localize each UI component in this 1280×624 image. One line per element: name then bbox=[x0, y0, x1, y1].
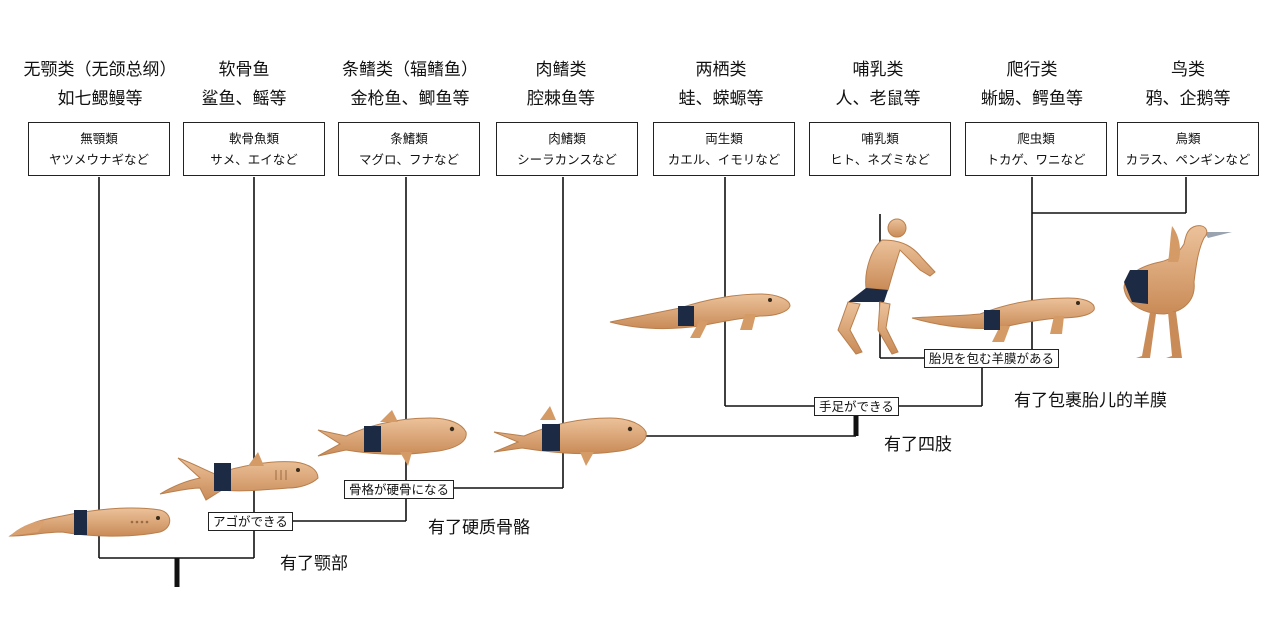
box-examples: カラス、ペンギンなど bbox=[1125, 152, 1251, 167]
box-examples: シーラカンスなど bbox=[517, 152, 617, 167]
group-name: 肉鳍类 bbox=[535, 60, 587, 80]
coelacanth-figure bbox=[493, 406, 647, 466]
box-name: 条鰭類 bbox=[390, 131, 428, 146]
trait-tag-bone: 骨格が硬骨になる bbox=[344, 480, 455, 499]
group-box-chondrichthyes: 軟骨魚類サメ、エイなど bbox=[183, 122, 325, 176]
group-name: 条鳍类（辐鳍鱼） bbox=[342, 60, 478, 80]
group-label-agnatha: 无颚类（无颌总纲） 如七鳃鳗等 bbox=[0, 56, 210, 114]
group-examples: 如七鳃鳗等 bbox=[57, 89, 143, 109]
box-name: 爬虫類 bbox=[1017, 131, 1055, 146]
group-examples: 腔棘鱼等 bbox=[527, 89, 595, 109]
reptile-figure bbox=[911, 297, 1095, 342]
group-label-amphibia: 两栖类蛙、蝾螈等 bbox=[611, 56, 831, 114]
box-name: 無顎類 bbox=[80, 131, 118, 146]
box-name: 肉鰭類 bbox=[548, 131, 586, 146]
box-examples: カエル、イモリなど bbox=[667, 152, 781, 167]
trait-tag-jaw: アゴができる bbox=[208, 512, 293, 531]
box-name: 哺乳類 bbox=[861, 131, 899, 146]
lamprey-figure bbox=[8, 507, 171, 537]
group-name: 鸟类 bbox=[1171, 60, 1205, 80]
box-examples: トカゲ、ワニなど bbox=[986, 152, 1086, 167]
group-box-actinopterygii: 条鰭類マグロ、フナなど bbox=[338, 122, 480, 176]
group-label-aves: 鸟类鸦、企鹅等 bbox=[1078, 56, 1280, 114]
box-examples: マグロ、フナなど bbox=[358, 152, 459, 167]
group-box-reptilia: 爬虫類トカゲ、ワニなど bbox=[965, 122, 1107, 176]
group-examples: 蛙、蝾螈等 bbox=[678, 89, 764, 109]
group-label-mammalia: 哺乳类人、老鼠等 bbox=[768, 56, 988, 114]
group-name: 无颚类（无颌总纲） bbox=[23, 60, 177, 80]
box-examples: ヤツメウナギなど bbox=[48, 152, 149, 167]
group-box-agnatha: 無顎類ヤツメウナギなど bbox=[28, 122, 170, 176]
group-name: 两栖类 bbox=[695, 60, 747, 80]
trait-note-amnion: 有了包裹胎儿的羊膜 bbox=[1014, 391, 1167, 411]
group-label-chondrichthyes: 软骨鱼鲨鱼、鳐等 bbox=[134, 56, 354, 114]
trait-note-limbs: 有了四肢 bbox=[884, 435, 952, 455]
group-box-aves: 鳥類カラス、ペンギンなど bbox=[1117, 122, 1259, 176]
group-examples: 金枪鱼、鲫鱼等 bbox=[350, 89, 470, 109]
shark-figure bbox=[159, 452, 319, 501]
group-name: 软骨鱼 bbox=[218, 60, 270, 80]
trait-note-bone: 有了硬质骨骼 bbox=[428, 518, 530, 538]
box-name: 軟骨魚類 bbox=[228, 131, 279, 146]
trait-note-jaw: 有了颚部 bbox=[280, 554, 348, 574]
human-figure bbox=[837, 218, 936, 355]
group-box-amphibia: 両生類カエル、イモリなど bbox=[653, 122, 795, 176]
group-box-mammalia: 哺乳類ヒト、ネズミなど bbox=[809, 122, 951, 176]
trait-tag-limbs: 手足ができる bbox=[814, 397, 899, 416]
group-box-sarcopterygii: 肉鰭類シーラカンスなど bbox=[496, 122, 638, 176]
box-examples: サメ、エイなど bbox=[210, 152, 298, 167]
group-examples: 蜥蜴、鳄鱼等 bbox=[981, 89, 1083, 109]
group-examples: 鲨鱼、鳐等 bbox=[201, 89, 287, 109]
group-name: 爬行类 bbox=[1006, 60, 1058, 80]
amphibian-figure bbox=[609, 293, 791, 338]
group-name: 哺乳类 bbox=[852, 60, 904, 80]
ray-finned-fish-figure bbox=[317, 410, 467, 466]
group-examples: 人、老鼠等 bbox=[835, 89, 921, 109]
group-examples: 鸦、企鹅等 bbox=[1145, 89, 1231, 109]
box-name: 鳥類 bbox=[1175, 131, 1201, 146]
group-label-sarcopterygii: 肉鳍类腔棘鱼等 bbox=[451, 56, 671, 114]
group-label-reptilia: 爬行类蜥蜴、鳄鱼等 bbox=[922, 56, 1142, 114]
box-examples: ヒト、ネズミなど bbox=[830, 152, 930, 167]
bird-figure bbox=[1123, 225, 1232, 358]
box-name: 両生類 bbox=[705, 131, 743, 146]
group-label-actinopterygii: 条鳍类（辐鳍鱼） 金枪鱼、鲫鱼等 bbox=[300, 56, 520, 114]
trait-tag-amnion: 胎児を包む羊膜がある bbox=[924, 349, 1060, 368]
